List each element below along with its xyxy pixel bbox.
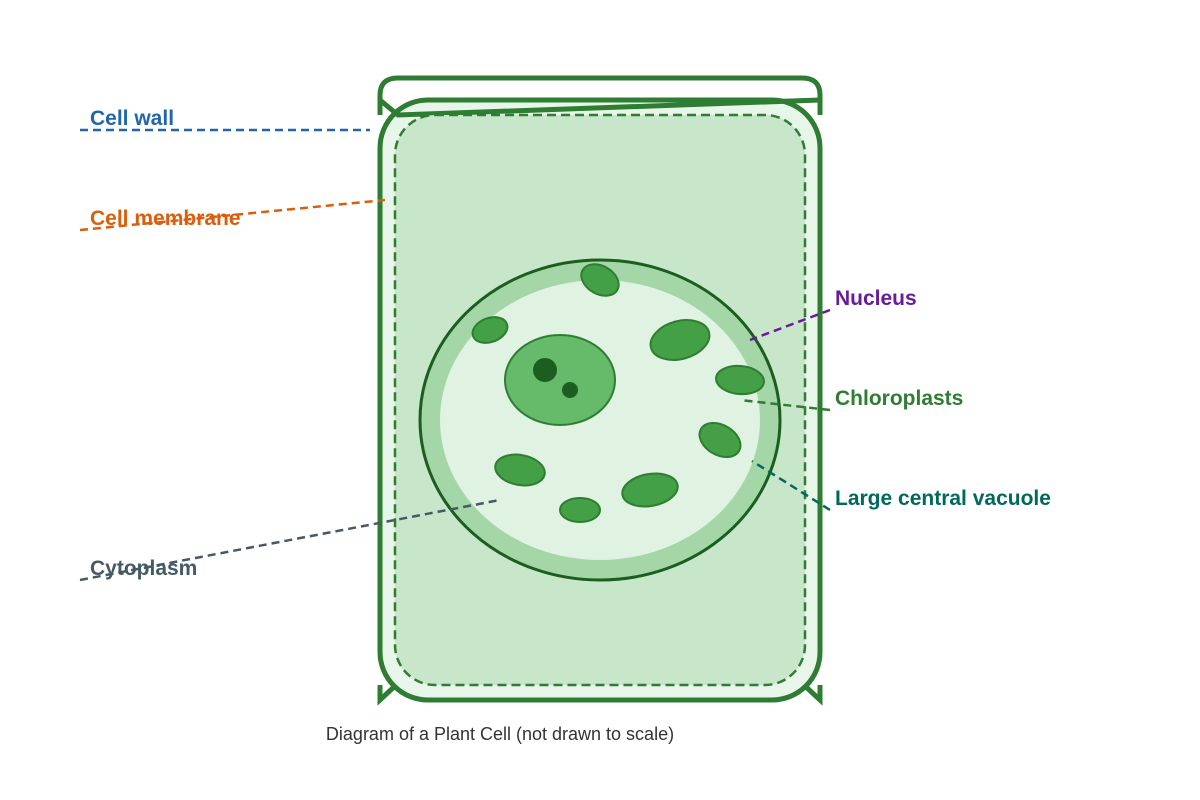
vacuole-leader bbox=[751, 459, 831, 512]
chloroplast bbox=[494, 453, 546, 487]
chloroplasts-label: Chloroplasts bbox=[835, 387, 963, 410]
nucleus-label: Nucleus bbox=[835, 287, 917, 310]
chloroplast bbox=[715, 364, 765, 396]
cell-wall-top-edge bbox=[378, 97, 821, 118]
chloroplast bbox=[471, 316, 509, 344]
nucleus-leader bbox=[749, 308, 831, 342]
chloroplast bbox=[559, 497, 601, 523]
cytoplasm-leader bbox=[79, 498, 501, 582]
nucleolus-large bbox=[533, 358, 557, 382]
chloroplasts-leader bbox=[739, 398, 831, 412]
nucleolus-small bbox=[562, 382, 578, 398]
cell-wall-corner-bottom-right bbox=[802, 683, 823, 706]
cell-membrane-label: Cell membrane bbox=[90, 207, 241, 230]
chloroplasts-group bbox=[471, 263, 765, 523]
cell-wall-corner-bottom-left bbox=[377, 683, 398, 706]
chloroplast bbox=[649, 319, 711, 361]
chloroplast bbox=[580, 263, 620, 297]
diagram-caption: Diagram of a Plant Cell (not drawn to sc… bbox=[326, 724, 674, 744]
vacuole-label: Large central vacuole bbox=[835, 487, 1051, 510]
nucleus-shape bbox=[504, 334, 616, 426]
cell-wall-top-bracket bbox=[377, 75, 823, 115]
cytoplasm-label: Cytoplasm bbox=[90, 557, 197, 580]
cell-wall-label: Cell wall bbox=[90, 107, 174, 130]
chloroplast bbox=[621, 472, 679, 508]
chloroplast bbox=[698, 421, 742, 459]
